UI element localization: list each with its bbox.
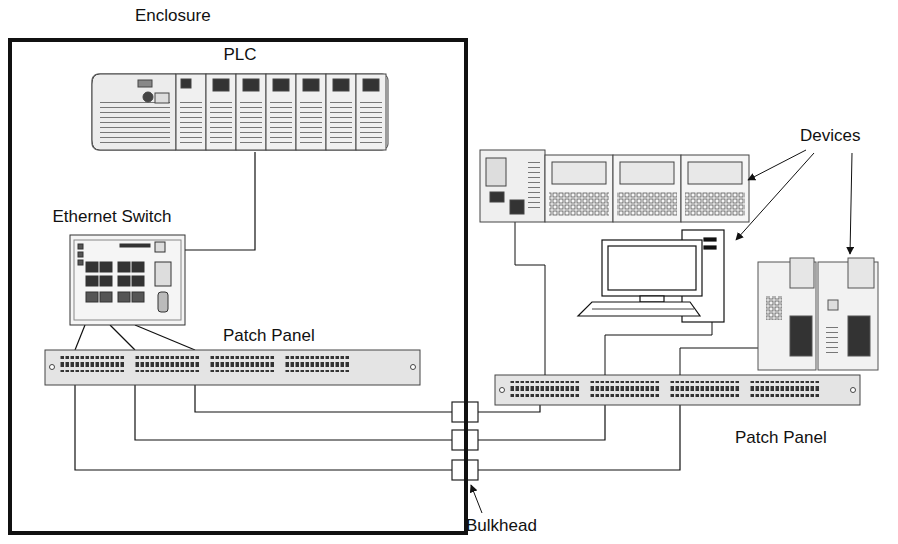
drive-illustration [758,258,878,370]
network-cable [195,385,540,412]
computer-illustration [578,230,724,322]
device-cable [515,222,758,375]
node-label: Patch Panel [223,326,315,346]
patch-panel-illustration [495,375,860,405]
node-label: Patch Panel [735,428,827,448]
remote-io-illustration [480,150,749,222]
network-cable [135,325,195,350]
ethernet-switch: Ethernet Switch [70,235,185,325]
plc-illustration [92,74,388,150]
plc: PLC [90,72,390,152]
patch-panel-illustration [45,350,420,385]
patch-panel: Patch Panel [495,375,860,405]
network-cable [185,152,255,250]
switch-illustration [70,235,185,325]
callout-label: Bulkhead [466,516,537,536]
node-label: PLC [223,45,256,65]
enclosure-box: EnclosurePLCEthernet SwitchPatch Panel [8,38,468,535]
node-label: Ethernet Switch [52,207,171,227]
network-cable [110,325,135,350]
node-label: Enclosure [135,6,211,26]
callout-label: Devices [800,126,860,146]
network-cable [75,325,85,350]
leader-line [471,150,852,513]
patch-panel: Patch Panel [45,350,420,385]
